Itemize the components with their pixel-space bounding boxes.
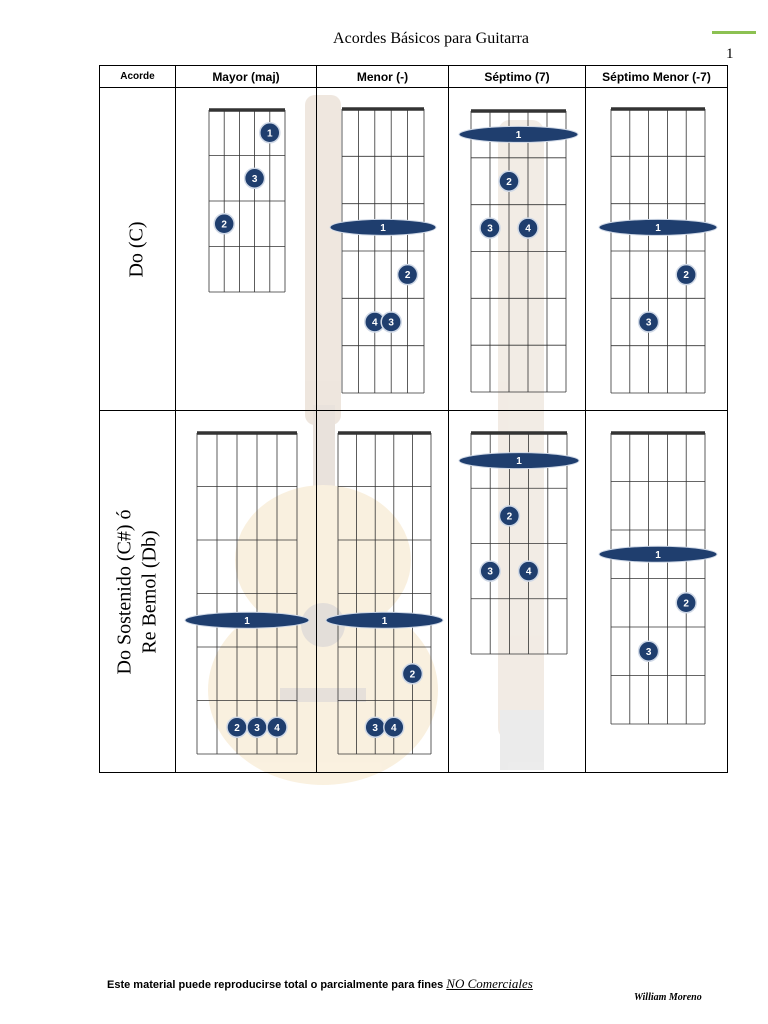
finger-number: 4 [274, 723, 280, 734]
finger-marker [675, 263, 697, 286]
chord-diagram-do-mayor: 1 3 2 [208, 108, 286, 293]
finger-number: 4 [391, 723, 397, 734]
barre-finger-label: 1 [244, 616, 250, 627]
row-label-do-sostenido-text: Do Sostenido (C#) ó Re Bemol (Db) [113, 509, 163, 674]
finger-number: 4 [525, 224, 531, 235]
chord-diagram-db-mayor: 1 2 3 4 [184, 431, 310, 755]
chord-table: Acorde Mayor (maj) Menor (-) Séptimo (7)… [99, 65, 728, 773]
finger-marker [383, 716, 405, 738]
finger-marker [637, 311, 660, 333]
page-number: 1 [726, 46, 734, 62]
barre-finger-label: 1 [655, 550, 661, 561]
header-septimo: Séptimo (7) [448, 65, 586, 88]
finger-marker [401, 663, 424, 685]
header-septimo-menor: Séptimo Menor (-7) [585, 65, 728, 88]
footer-emphasis: NO Comerciales [446, 976, 533, 991]
finger-marker [213, 213, 235, 235]
finger-number: 3 [252, 174, 258, 185]
cell-db-septimo-menor [585, 410, 728, 773]
footer-text: Este material puede reproducirse total o… [107, 979, 447, 991]
finger-number: 2 [234, 723, 240, 734]
barre-marker [184, 611, 310, 629]
finger-number: 3 [372, 723, 378, 734]
finger-marker [396, 263, 419, 286]
barre-finger-label: 1 [655, 223, 661, 234]
finger-marker [259, 122, 281, 144]
barre-marker [458, 452, 580, 470]
header-acorde: Acorde [99, 65, 176, 88]
row-label-do-sostenido-line2: Re Bemol (Db) [138, 529, 161, 654]
barre-finger-label: 1 [516, 456, 522, 467]
barre-finger-label: 1 [382, 616, 388, 627]
barre-marker [325, 611, 444, 629]
finger-marker [498, 170, 520, 192]
footer-note: Este material puede reproducirse total o… [107, 976, 533, 992]
finger-marker [243, 167, 266, 189]
barre-marker [329, 218, 437, 236]
finger-number: 3 [388, 318, 394, 329]
finger-marker [637, 640, 660, 662]
finger-number: 2 [683, 270, 689, 281]
finger-number: 3 [254, 723, 260, 734]
chord-diagram-db-septimo-menor: 1 2 3 [598, 431, 718, 725]
chord-diagram-do-septimo: 1 2 3 4 [458, 109, 579, 393]
finger-number: 2 [410, 669, 416, 680]
barre-finger-label: 1 [516, 130, 522, 141]
finger-marker [517, 217, 539, 239]
finger-marker [479, 217, 501, 239]
accent-line [712, 31, 756, 34]
barre-finger-label: 1 [380, 223, 386, 234]
finger-marker [479, 560, 501, 582]
finger-number: 3 [646, 318, 652, 329]
row-label-do-sostenido-line1: Do Sostenido (C#) ó [113, 509, 136, 674]
finger-number: 4 [372, 318, 378, 329]
page-title: Acordes Básicos para Guitarra [333, 30, 529, 47]
row-label-do-line1: Do (C) [125, 220, 148, 278]
header-acorde-label: Acorde [120, 71, 155, 82]
row-label-do-sostenido: Do Sostenido (C#) ó Re Bemol (Db) [99, 410, 176, 773]
finger-number: 2 [507, 511, 513, 522]
barre-marker [598, 218, 718, 236]
finger-number: 3 [487, 224, 493, 235]
finger-marker [266, 716, 288, 738]
finger-number: 4 [526, 567, 532, 578]
finger-number: 3 [646, 647, 652, 658]
row-label-do-text: Do (C) [125, 221, 150, 277]
finger-number: 2 [405, 270, 411, 281]
finger-marker [517, 560, 540, 582]
author-name: William Moreno [634, 992, 702, 1003]
barre-marker [598, 545, 718, 563]
finger-marker [498, 505, 521, 527]
barre-marker [458, 125, 579, 143]
chord-diagram-do-septimo-menor: 1 2 3 [598, 107, 718, 394]
finger-number: 2 [683, 598, 689, 609]
chord-diagram-db-septimo: 1 2 3 4 [458, 431, 580, 655]
finger-number: 2 [221, 219, 227, 230]
header-mayor: Mayor (maj) [175, 65, 317, 88]
finger-marker [675, 592, 697, 614]
finger-number: 3 [487, 567, 493, 578]
chord-diagram-db-menor: 1 2 3 4 [325, 431, 444, 755]
finger-number: 1 [267, 128, 273, 139]
finger-marker [380, 311, 402, 333]
row-label-do: Do (C) [99, 87, 176, 411]
header-menor: Menor (-) [316, 65, 449, 88]
finger-number: 2 [506, 177, 512, 188]
